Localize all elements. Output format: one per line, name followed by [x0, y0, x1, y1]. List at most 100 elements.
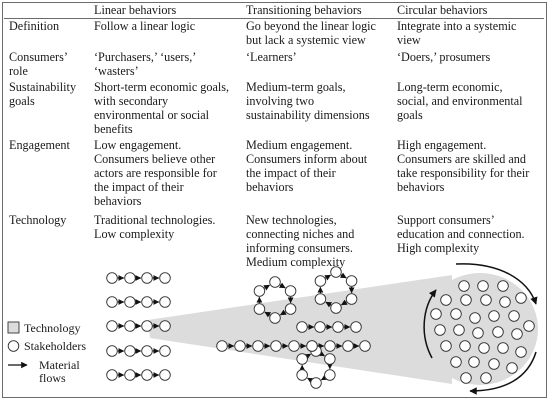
linear-chain-5-node	[141, 369, 153, 381]
row-label-sustainability-2: goals	[9, 94, 35, 108]
cell-technology-transitioning-1: New technologies,	[246, 213, 337, 227]
cell-goals-linear-1: Short-term economic goals,	[94, 80, 230, 94]
cell-technology-circular-2: education and connection.	[397, 227, 525, 241]
transition-loop-3-arrow	[307, 377, 314, 384]
circular-cluster-node	[511, 328, 523, 340]
circular-arrow-left	[423, 289, 437, 359]
cell-technology-circular-1: Support consumers’	[397, 213, 495, 227]
transition-chain-2-node	[234, 340, 246, 352]
circular-cluster-node	[453, 324, 465, 336]
cell-goals-transitioning-2: involving two	[246, 94, 315, 108]
linear-chain-4-node	[106, 345, 118, 357]
cell-technology-linear-1: Traditional technologies.	[94, 213, 216, 227]
circular-cluster-node	[468, 356, 480, 368]
circular-cluster-node	[488, 310, 500, 322]
linear-chain-3-node	[159, 320, 171, 332]
circular-cluster-node	[472, 327, 484, 339]
circular-cluster-node	[460, 294, 472, 306]
row-label-consumers-role: Consumers’	[9, 50, 68, 64]
cell-engagement-circular-3: take responsibility for their	[397, 166, 530, 180]
transition-loop-2-arrow	[324, 274, 332, 281]
circular-cluster-node	[492, 326, 504, 338]
cell-definition-transitioning-2: but lack a systemic view	[246, 33, 366, 47]
transition-loop-3-arrow	[304, 353, 312, 360]
cell-technology-transitioning-2: connecting niches and	[246, 227, 355, 241]
linear-chain-4-node	[159, 345, 171, 357]
transition-chain-3-node	[359, 340, 371, 352]
linear-chain-4-node	[141, 345, 153, 357]
cell-engagement-transitioning-4: behaviors	[246, 180, 294, 194]
transition-loop-3-arrow	[320, 374, 328, 381]
transition-loop-2-arrow	[339, 272, 347, 279]
linear-chain-2-node	[159, 296, 171, 308]
header-rule	[4, 18, 544, 19]
cell-engagement-transitioning-3: the impact of their	[246, 166, 336, 180]
circular-cluster-node	[497, 280, 509, 292]
cell-engagement-linear-4: the impact of their	[94, 180, 184, 194]
linear-chain-5-node	[159, 369, 171, 381]
transition-loop-3-node	[296, 353, 308, 365]
cell-definition-circular-1: Integrate into a systemic	[397, 19, 517, 33]
circular-cluster-node	[508, 310, 520, 322]
linear-chain-1-node	[141, 272, 153, 284]
transition-chain-2-node	[288, 340, 300, 352]
cell-engagement-circular-1: High engagement.	[397, 138, 487, 152]
circular-cluster-node	[515, 346, 527, 358]
cell-definition-transitioning-1: Go beyond the linear logic	[246, 19, 376, 33]
cell-role-transitioning: ‘Learners’	[246, 50, 297, 64]
header-circular: Circular behaviors	[397, 3, 488, 17]
row-label-definition: Definition	[9, 19, 60, 33]
cell-goals-linear-4: benefits	[94, 122, 133, 136]
transition-chain-1-node	[350, 321, 362, 333]
circular-cluster-node	[499, 296, 511, 308]
cell-role-circular: ‘Doers,’ prosumers	[397, 50, 491, 64]
cell-goals-circular-3: goals	[397, 108, 423, 122]
transition-loop-3-node	[324, 353, 336, 365]
linear-chain-1-node	[159, 272, 171, 284]
circular-cluster-node	[480, 372, 492, 384]
circular-cluster-node	[469, 312, 481, 324]
transition-loop-2-arrow	[340, 299, 348, 306]
linear-chain-4-node	[124, 345, 136, 357]
legend-material-label: Material	[39, 358, 80, 372]
linear-chain-5-node	[124, 369, 136, 381]
transition-loop-1-node	[284, 303, 297, 315]
circular-cluster-node	[440, 340, 452, 352]
circular-cluster-node	[478, 342, 490, 354]
transition-chain-1-node	[332, 321, 344, 333]
linear-chain-3-node	[141, 320, 153, 332]
transition-loop-1-node	[253, 285, 266, 297]
transition-chain-3-node	[324, 340, 336, 352]
circular-cluster-node	[515, 292, 527, 304]
transition-chain-2-node	[216, 340, 228, 352]
cell-engagement-linear-2: Consumers believe other	[94, 152, 216, 166]
transition-loop-2-node	[330, 302, 342, 314]
cell-engagement-circular-4: behaviors	[397, 180, 445, 194]
row-label-consumers-role-2: role	[9, 64, 28, 78]
cell-engagement-transitioning-2: Consumers inform about	[246, 152, 368, 166]
legend-stakeholders-label: Stakeholders	[24, 339, 86, 353]
legend-technology-label: Technology	[24, 321, 80, 335]
transition-loop-3-node	[296, 369, 308, 381]
circular-cluster-node	[506, 362, 518, 374]
circular-cluster-node	[523, 320, 535, 332]
circular-cluster-node	[460, 372, 472, 384]
header-linear: Linear behaviors	[94, 3, 177, 17]
cell-technology-linear-2: Low complexity	[94, 227, 175, 241]
transition-loop-2-node	[345, 275, 358, 287]
cell-technology-transitioning-3: informing consumers.	[246, 241, 353, 255]
cell-role-linear-1: ‘Purchasers,’ ‘users,’	[94, 50, 197, 64]
transition-loop-1-node	[269, 312, 281, 324]
circular-cluster-node	[450, 308, 462, 320]
row-label-engagement: Engagement	[9, 138, 70, 152]
circular-arrow-top	[455, 263, 538, 305]
transition-loop-1-arrow	[278, 282, 286, 289]
cell-goals-transitioning-1: Medium-term goals,	[246, 80, 346, 94]
circular-cluster-node	[459, 340, 471, 352]
cell-definition-circular-2: view	[397, 33, 421, 47]
transition-loop-3-node	[324, 369, 336, 381]
circular-cluster-node	[497, 342, 509, 354]
stakeholder-legend-icon	[7, 340, 20, 352]
stakeholder-nodes	[106, 266, 535, 389]
